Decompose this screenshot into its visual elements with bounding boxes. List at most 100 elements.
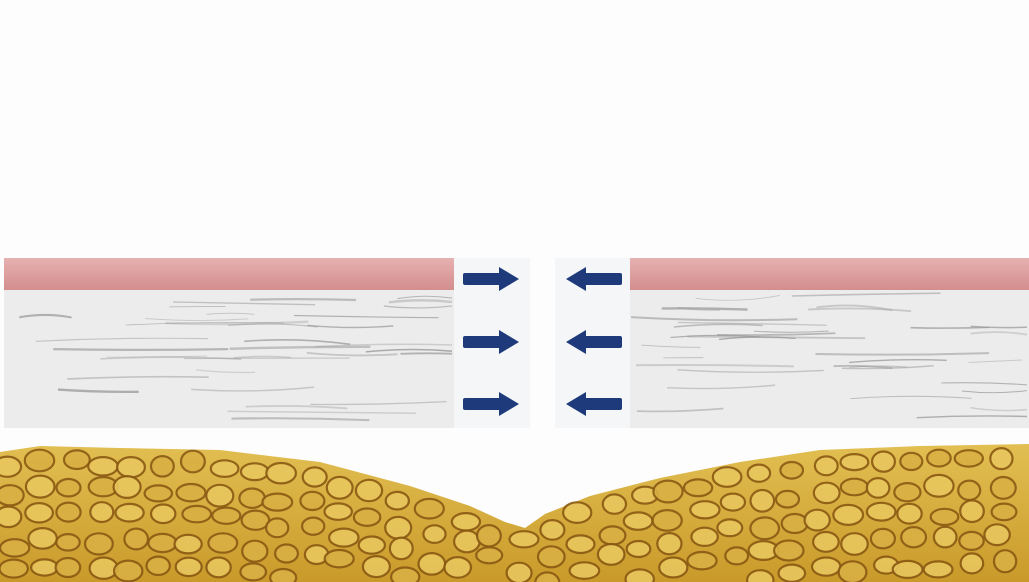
fat-globule	[687, 552, 716, 569]
right-dermis	[630, 290, 1029, 428]
fat-globule	[90, 502, 113, 522]
fat-globule	[713, 467, 742, 487]
fat-globule	[570, 562, 600, 579]
fat-globule	[477, 525, 501, 546]
fat-globule	[626, 569, 654, 582]
fat-globule	[0, 539, 29, 556]
fat-globule	[994, 550, 1016, 572]
left-skin-block	[4, 258, 454, 428]
fat-globule	[56, 534, 79, 550]
fat-globule	[776, 491, 799, 508]
fat-globule	[782, 514, 808, 533]
fat-globule	[624, 512, 653, 529]
fat-globule	[206, 485, 233, 507]
fat-globule	[872, 452, 895, 472]
fat-globule	[814, 483, 840, 503]
fat-globule	[25, 503, 53, 522]
fat-globule	[931, 509, 959, 525]
fat-globule	[390, 538, 413, 560]
fat-globule	[959, 532, 983, 550]
fat-globule	[85, 533, 113, 554]
fat-globule	[208, 533, 237, 552]
fat-globule	[924, 561, 953, 577]
fat-globule	[444, 557, 471, 578]
fat-globule	[391, 568, 419, 582]
fat-globule	[924, 475, 953, 497]
right-skin-block	[630, 258, 1029, 428]
fat-globule	[385, 517, 411, 539]
fat-globule	[901, 527, 926, 547]
fat-globule	[356, 480, 382, 501]
fat-globule	[721, 494, 745, 511]
fat-globule	[867, 503, 896, 521]
fat-globule	[897, 504, 921, 524]
fat-globule	[894, 483, 920, 501]
fat-globule	[266, 463, 296, 483]
fat-globule	[177, 484, 206, 501]
fat-globule	[0, 457, 21, 477]
left-epidermis	[4, 258, 454, 290]
fat-globule	[147, 557, 170, 575]
fat-globule	[148, 534, 176, 552]
fat-globule	[598, 544, 625, 565]
fat-globule	[359, 537, 385, 554]
fat-globule	[327, 477, 353, 499]
fat-globule	[26, 476, 55, 498]
fat-globule	[961, 553, 984, 573]
fat-globule	[117, 457, 145, 477]
fat-globule	[691, 528, 717, 546]
fat-globule	[175, 535, 202, 554]
fat-globule	[415, 499, 444, 519]
fat-globule	[659, 558, 687, 578]
fat-globule	[145, 485, 172, 501]
subcutaneous-fat-layer	[0, 444, 1029, 582]
fat-globule	[329, 529, 358, 547]
fat-globule	[510, 531, 539, 547]
fat-globule	[627, 541, 651, 557]
fat-globule	[990, 448, 1012, 469]
fat-globule	[262, 494, 292, 511]
fat-globule	[124, 529, 148, 550]
fat-globule	[0, 507, 21, 528]
fat-globule	[927, 450, 951, 467]
fat-globule	[116, 504, 144, 522]
fat-globule	[955, 450, 983, 466]
fat-globule	[0, 560, 28, 578]
fat-globule	[991, 477, 1016, 499]
fat-globule	[176, 558, 202, 576]
fat-globule	[211, 460, 239, 477]
fat-globule	[151, 456, 174, 476]
fat-globule	[303, 467, 327, 486]
fat-globule	[181, 451, 205, 473]
fat-globule	[538, 546, 565, 567]
fat-globule	[476, 547, 502, 563]
fat-globule	[325, 503, 352, 519]
right-epidermis	[630, 258, 1029, 290]
fat-globule	[212, 508, 240, 524]
fat-globule	[31, 559, 58, 575]
fat-globule	[354, 509, 380, 526]
fat-globule	[567, 535, 595, 553]
fat-globule	[540, 520, 564, 540]
fat-globule	[653, 481, 682, 503]
fat-globule	[239, 489, 264, 508]
fat-globule	[958, 481, 980, 500]
fat-globule	[56, 558, 81, 577]
fat-globule	[867, 478, 890, 498]
fat-globule	[270, 569, 296, 582]
fat-globule	[841, 533, 868, 555]
fat-globule	[815, 456, 838, 475]
fat-globule	[28, 528, 56, 549]
fat-globule	[839, 561, 867, 582]
fat-globule	[88, 457, 118, 475]
fat-globule	[57, 479, 81, 496]
fat-globule	[363, 556, 390, 577]
fat-globule	[240, 563, 266, 580]
fat-globule	[725, 547, 748, 564]
fat-globule	[603, 494, 626, 513]
fat-globule	[653, 510, 682, 531]
fat-globule	[750, 517, 779, 539]
fat-globule	[300, 492, 324, 510]
